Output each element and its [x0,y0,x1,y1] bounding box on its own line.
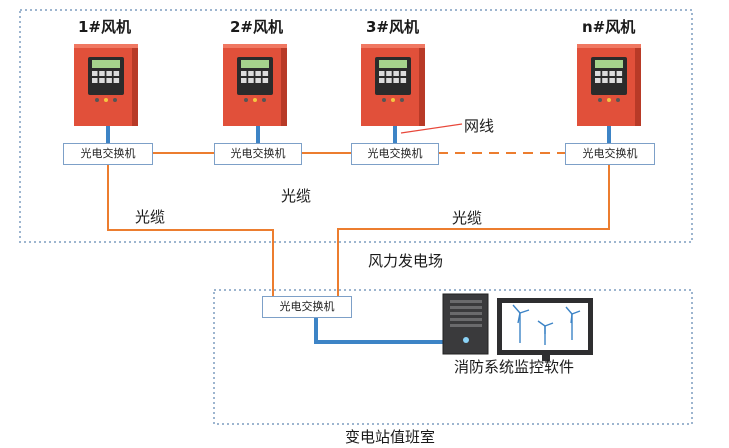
fan-control-cabinet-1 [74,44,138,126]
turbine-label-2: 2#风机 [230,18,284,36]
fiber-cable-label-left: 光缆 [135,208,166,226]
fiber-trunk-left [107,163,274,297]
network-cable-label: 网线 [464,117,495,135]
switch-turbine-1: 光电交换机 [63,143,153,165]
fiber-cable-label-right: 光缆 [452,209,483,227]
fiber-cable-label-top: 光缆 [281,187,312,205]
fan-control-cabinet-2 [223,44,287,126]
monitor-software-label: 消防系统监控软件 [454,358,575,376]
turbine-label-3: 3#风机 [366,18,420,36]
fan-control-cabinet-n [577,44,641,126]
switch-turbine-3: 光电交换机 [351,143,439,165]
fan-control-cabinet-3 [361,44,425,126]
substation-region [213,289,693,425]
wind-farm-label: 风力发电场 [368,252,444,270]
server-tower-icon [442,293,489,355]
network-cable-pointer [400,123,463,134]
substation-room-label: 变电站值班室 [345,428,436,446]
monitor-icon [497,298,593,361]
network-cable-monitor [314,315,445,344]
switch-turbine-n: 光电交换机 [565,143,655,165]
fiber-trunk-right [337,163,610,297]
turbine-label-1: 1#风机 [78,18,132,36]
switch-substation: 光电交换机 [262,296,352,318]
turbine-label-n: n#风机 [582,18,636,36]
wind-farm-region [19,9,693,243]
switch-turbine-2: 光电交换机 [214,143,302,165]
